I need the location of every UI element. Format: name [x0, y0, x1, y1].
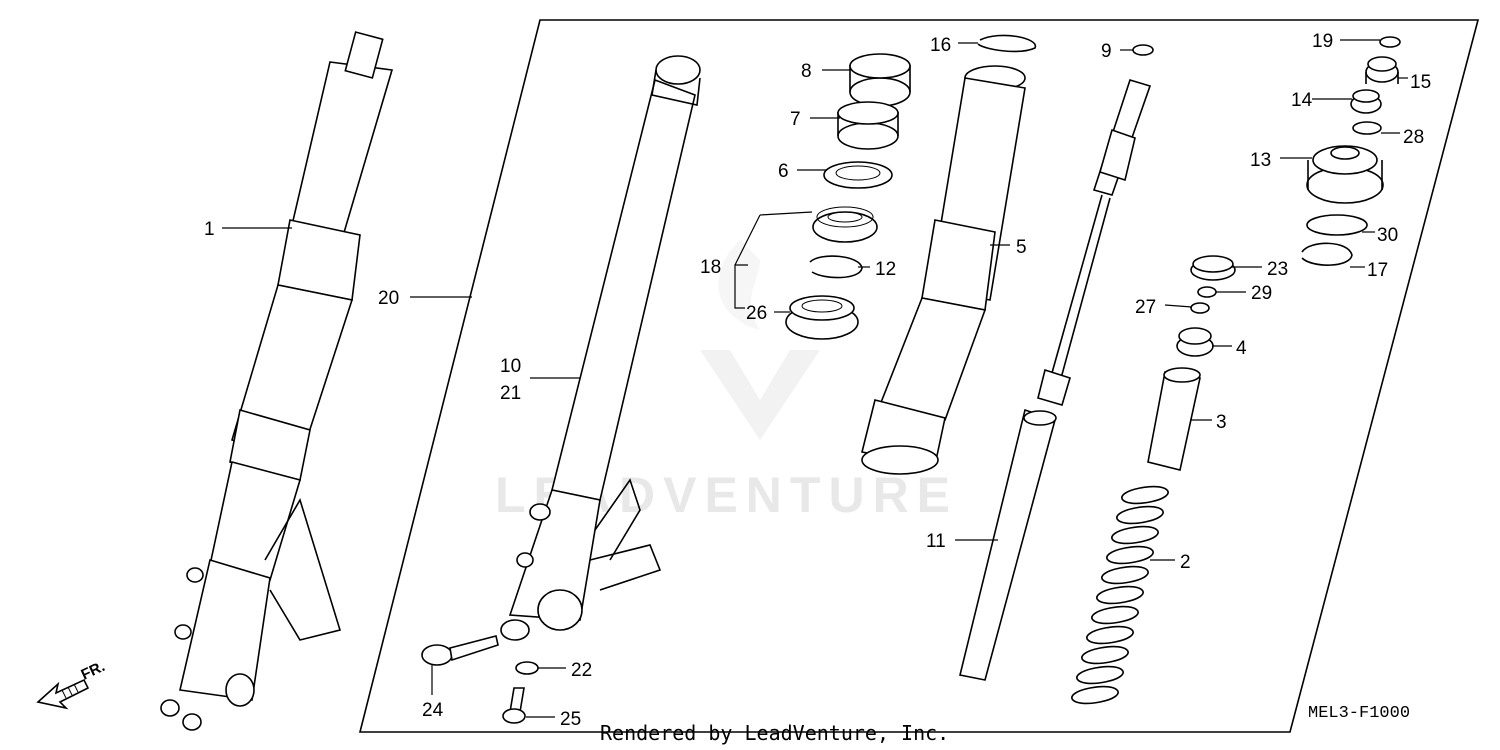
- part-30-o-ring: [1306, 214, 1368, 236]
- callout-4: 4: [1236, 338, 1247, 359]
- callout-23: 23: [1267, 259, 1288, 280]
- callout-20: 20: [378, 288, 399, 309]
- callout-8: 8: [801, 61, 812, 82]
- callout-5: 5: [1016, 237, 1027, 258]
- part-2-fork-spring: [1071, 485, 1169, 705]
- callout-30: 30: [1377, 225, 1398, 246]
- part-27-washer: [1190, 302, 1210, 314]
- part-10-inner-tube: [500, 55, 701, 641]
- part-19-washer: [1379, 36, 1401, 48]
- callout-28: 28: [1403, 127, 1424, 148]
- front-label: FR.: [79, 658, 108, 684]
- part-23-spacer: [1190, 255, 1236, 281]
- part-1-fork-assembly: [160, 31, 394, 731]
- callout-3: 3: [1216, 412, 1227, 433]
- rendered-by-footer: Rendered by LeadVenture, Inc.: [600, 721, 949, 745]
- front-arrow-icon: [36, 678, 90, 710]
- part-26-dust-seal: [785, 295, 859, 340]
- callout-22: 22: [571, 660, 592, 681]
- part-5-outer-tube: [861, 65, 1026, 475]
- part-15-nut: [1365, 56, 1399, 84]
- part-18-oil-seal: [812, 206, 878, 243]
- part-8-bushing: [849, 53, 911, 107]
- callout-27: 27: [1135, 297, 1156, 318]
- callout-26: 26: [746, 303, 767, 324]
- part-28-washer: [1352, 121, 1382, 135]
- part-14-nut: [1350, 89, 1382, 114]
- part-9-nut: [1132, 44, 1154, 56]
- drawing-code: MEL3-F1000: [1308, 704, 1410, 723]
- part-4-spring-seat: [1176, 327, 1214, 357]
- watermark-logo: [700, 240, 820, 440]
- callout-labels: 1 20 10 21 8 7 6 18 12 26 16 5 9 11 19 1…: [204, 31, 1431, 730]
- callout-19: 19: [1312, 31, 1333, 52]
- callout-7: 7: [790, 109, 801, 130]
- callout-15: 15: [1410, 72, 1431, 93]
- part-24-bolt: [421, 635, 499, 666]
- callout-1: 1: [204, 219, 215, 240]
- callout-17: 17: [1367, 260, 1388, 281]
- assembly-boundary: [358, 19, 1480, 733]
- part-22-washer: [515, 661, 539, 675]
- callout-12: 12: [875, 259, 896, 280]
- front-direction-indicator: FR.: [36, 658, 108, 710]
- part-25-bolt: [502, 687, 526, 724]
- callout-9: 9: [1101, 41, 1112, 62]
- callout-16: 16: [930, 35, 951, 56]
- leader-lines: [222, 39, 1408, 718]
- callout-29: 29: [1251, 283, 1272, 304]
- callout-6: 6: [778, 161, 789, 182]
- part-29-washer: [1197, 286, 1217, 298]
- part-12-snap-ring: [809, 255, 863, 279]
- part-3-spacer-pipe: [1147, 367, 1201, 471]
- part-17-snap-ring: [1301, 242, 1353, 266]
- part-6-washer: [823, 161, 893, 189]
- callout-10: 10: [500, 356, 521, 377]
- callout-21: 21: [500, 383, 521, 404]
- callout-24: 24: [422, 700, 444, 721]
- part-11-damper-rod: [959, 79, 1152, 681]
- callout-14: 14: [1291, 90, 1313, 111]
- callout-11: 11: [926, 531, 946, 552]
- callout-2: 2: [1180, 552, 1191, 573]
- callout-18: 18: [700, 257, 721, 278]
- part-16-ring: [977, 34, 1036, 53]
- part-13-fork-cap: [1306, 145, 1384, 204]
- part-7-bushing: [837, 101, 899, 150]
- callout-13: 13: [1250, 150, 1271, 171]
- callout-25: 25: [560, 709, 581, 730]
